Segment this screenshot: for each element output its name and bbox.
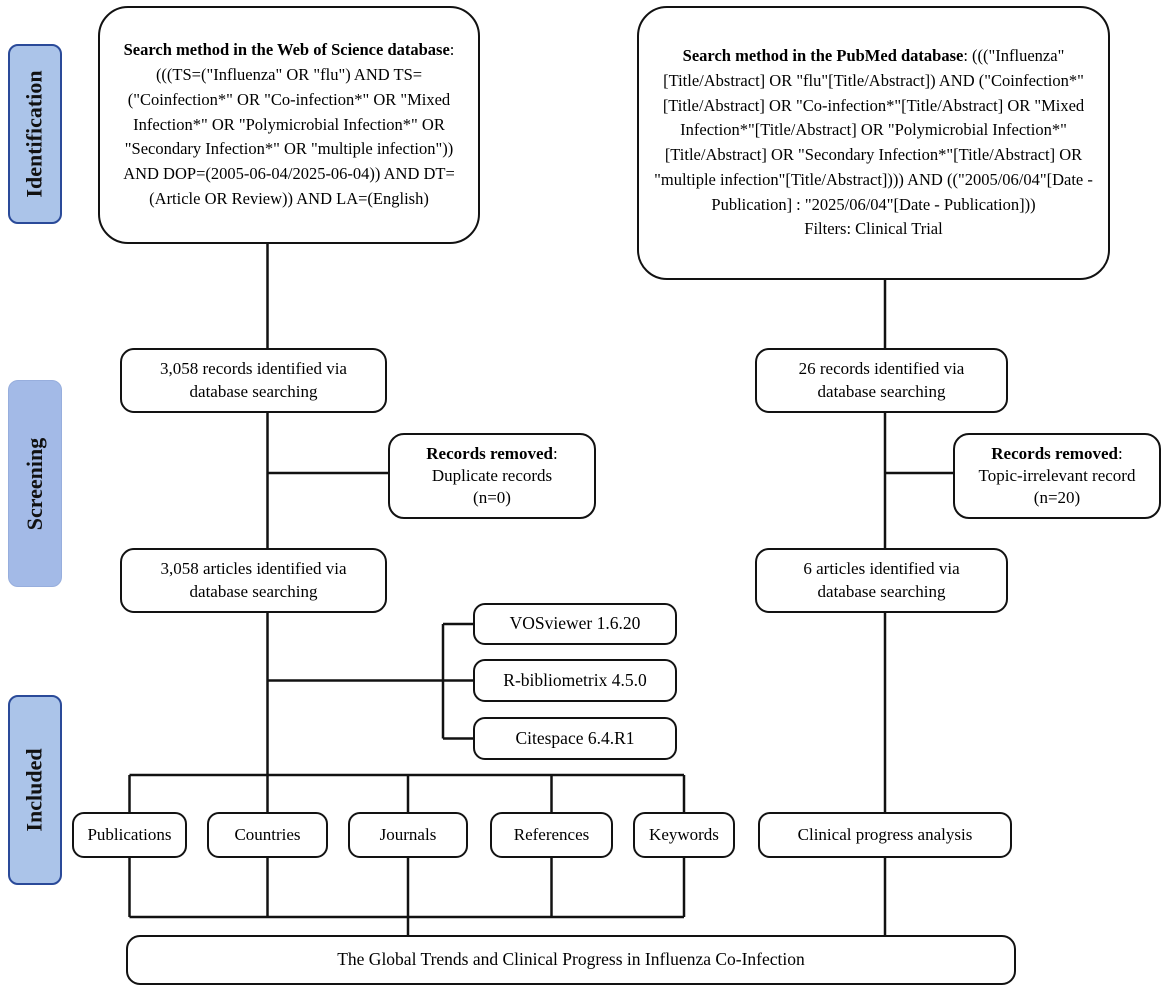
pubmed-search-title: Search method in the PubMed database (682, 46, 964, 65)
pubmed-records-removed-count: (n=20) (1033, 488, 1081, 508)
wos-records-removed-heading: Records removed (426, 443, 553, 463)
wos-articles-identified-text: 3,058 articles identified via database s… (160, 558, 347, 601)
wos-search-title: Search method in the Web of Science data… (123, 40, 450, 60)
wos-records-identified-box: 3,058 records identified via database se… (120, 348, 387, 413)
wos-records-removed-reason: Duplicate records (431, 465, 553, 485)
tool-box-vosviewer: VOSviewer 1.6.20 (473, 603, 677, 645)
tool-vosviewer-label: VOSviewer 1.6.20 (509, 613, 641, 634)
category-references-label: References (513, 824, 590, 844)
stage-screening: Screening (8, 380, 62, 587)
pubmed-search-method-box: Search method in the PubMed database: ((… (637, 6, 1110, 280)
tool-r-bibliometrix-label: R-bibliometrix 4.5.0 (503, 669, 647, 690)
pubmed-search-query: : ((("Influenza"[Title/Abstract] OR "flu… (654, 46, 1093, 214)
stage-included: Included (8, 695, 62, 885)
wos-connectors (128, 244, 686, 935)
wos-articles-identified-box: 3,058 articles identified via database s… (120, 548, 387, 613)
conclusion-box: The Global Trends and Clinical Progress … (126, 935, 1016, 985)
conclusion-text: The Global Trends and Clinical Progress … (337, 949, 805, 970)
wos-records-removed-box: Records removed: Duplicate records (n=0) (388, 433, 596, 519)
stage-screening-label: Screening (22, 437, 48, 530)
pubmed-articles-identified-text: 6 articles identified via database searc… (803, 558, 960, 601)
pubmed-records-identified-text: 26 records identified via database searc… (798, 358, 965, 401)
wos-records-identified-text: 3,058 records identified via database se… (160, 358, 347, 401)
stage-identification: Identification (8, 44, 62, 224)
wos-records-removed-title: Records removed: (426, 443, 557, 465)
colon: : (1117, 443, 1123, 463)
wos-search-method-text: Search method in the Web of Science data… (114, 38, 464, 211)
clinical-progress-analysis-label: Clinical progress analysis (797, 824, 973, 844)
wos-search-method-box: Search method in the Web of Science data… (98, 6, 480, 244)
category-box-journals: Journals (348, 812, 468, 858)
category-box-countries: Countries (207, 812, 328, 858)
category-countries-label: Countries (234, 824, 301, 844)
tool-box-r-bibliometrix: R-bibliometrix 4.5.0 (473, 659, 677, 702)
pubmed-search-filters: Filters: Clinical Trial (804, 219, 943, 239)
category-keywords-label: Keywords (649, 824, 719, 844)
pubmed-records-removed-box: Records removed: Topic-irrelevant record… (953, 433, 1161, 519)
wos-records-removed-count: (n=0) (473, 488, 511, 508)
category-box-keywords: Keywords (633, 812, 735, 858)
tool-citespace-label: Citespace 6.4.R1 (515, 727, 635, 748)
tool-box-citespace: Citespace 6.4.R1 (473, 717, 677, 760)
colon: : (552, 443, 558, 463)
category-publications-label: Publications (87, 824, 172, 844)
stage-included-label: Included (22, 748, 47, 832)
pubmed-records-identified-box: 26 records identified via database searc… (755, 348, 1008, 413)
pubmed-records-removed-heading: Records removed (991, 443, 1118, 463)
pubmed-search-method-text: Search method in the PubMed database: ((… (653, 44, 1094, 242)
wos-search-query: : (((TS=("Influenza" OR "flu") AND TS=("… (123, 40, 455, 208)
stage-identification-label: Identification (22, 70, 47, 198)
pubmed-records-removed-reason: Topic-irrelevant record (978, 465, 1136, 485)
category-box-publications: Publications (72, 812, 187, 858)
clinical-progress-analysis-box: Clinical progress analysis (758, 812, 1012, 858)
pubmed-records-removed-title: Records removed: (991, 443, 1122, 465)
category-journals-label: Journals (379, 824, 437, 844)
pubmed-connectors (883, 280, 953, 935)
category-box-references: References (490, 812, 613, 858)
pubmed-articles-identified-box: 6 articles identified via database searc… (755, 548, 1008, 613)
